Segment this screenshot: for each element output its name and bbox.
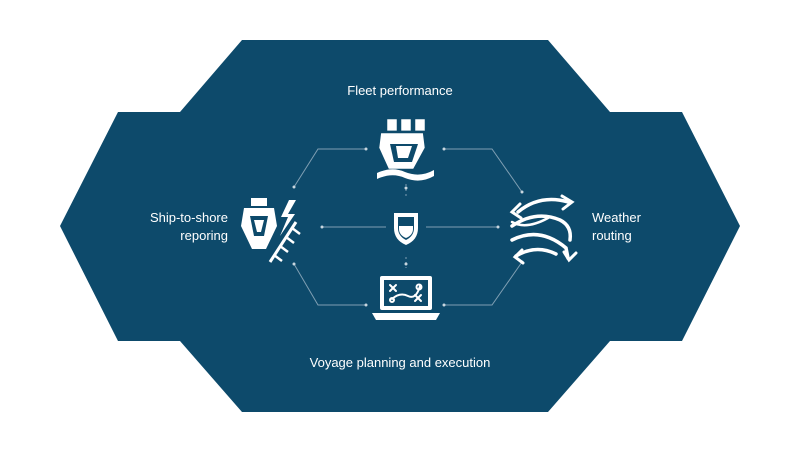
connector-lines — [293, 148, 523, 306]
connector-top-right — [444, 148, 523, 193]
connector-bottom-left — [293, 263, 366, 306]
label-ship-to-shore-line2: reporing — [180, 228, 228, 243]
label-weather-routing-line2: routing — [592, 228, 632, 243]
connector-top-left — [293, 148, 366, 188]
ship-signal-icon — [241, 198, 301, 263]
wind-arrows-icon — [509, 194, 578, 265]
shield-icon — [394, 213, 418, 245]
connector-bottom-right — [444, 261, 523, 306]
label-fleet-performance: Fleet performance — [347, 83, 453, 98]
label-voyage-planning: Voyage planning and execution — [309, 355, 491, 370]
label-ship-to-shore: Ship-to-shore reporing — [118, 209, 228, 245]
label-weather-routing: Weather routing — [592, 209, 712, 245]
label-ship-to-shore-line1: Ship-to-shore — [149, 210, 228, 225]
label-weather-routing-line1: Weather — [592, 210, 641, 225]
fleet-ships-icon — [376, 116, 434, 181]
laptop-plan-icon — [372, 276, 440, 320]
